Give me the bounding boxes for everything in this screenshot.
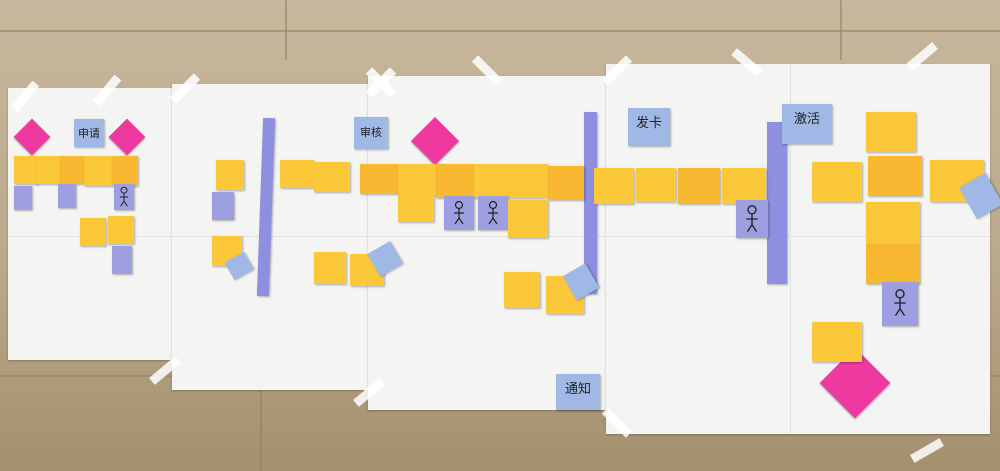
yellow-sticky-note [812,162,862,202]
yellow-sticky-note [398,164,436,196]
yellow-sticky-note [548,166,584,200]
yellow-sticky-note [84,156,112,186]
actor-sticky-note [14,186,32,210]
yellow-sticky-note [866,202,920,244]
tile-grout [840,0,842,60]
paper-fold [8,236,990,237]
phase-note-issue-card: 发卡 [628,108,670,146]
yellow-sticky-note [36,156,62,184]
yellow-sticky-note [866,244,920,284]
phase-note-notify: 通知 [556,374,600,410]
yellow-sticky-note [510,164,548,198]
phase-note-apply: 申请 [74,119,104,147]
tile-grout [0,30,1000,32]
stick-figure-icon [119,186,129,207]
lane-divider [767,122,787,284]
yellow-sticky-note [594,168,634,204]
paper-sheet [368,76,614,410]
yellow-sticky-note [474,164,510,198]
yellow-sticky-note [314,162,350,192]
paper-fold [790,64,791,434]
stick-figure-icon [454,200,464,225]
yellow-sticky-note [636,168,676,202]
phase-note-activate: 激活 [782,104,832,144]
actor-sticky-note [112,246,132,274]
actor-sticky-note [212,192,234,220]
stick-figure-icon [488,200,498,225]
yellow-sticky-note [436,164,474,198]
yellow-sticky-note [216,160,244,190]
yellow-sticky-note [314,252,346,284]
yellow-sticky-note [280,160,314,188]
yellow-sticky-note [112,156,138,186]
tile-grout [285,0,287,60]
stick-figure-icon [894,289,906,316]
phase-note-review: 审核 [354,117,388,149]
yellow-sticky-note [868,156,922,196]
tile-grout [260,377,262,471]
yellow-sticky-note [722,168,766,204]
yellow-sticky-note [678,168,720,204]
yellow-sticky-note [14,156,38,184]
yellow-sticky-note [60,156,84,184]
yellow-sticky-note [504,272,540,308]
yellow-sticky-note [398,196,434,222]
lane-divider [584,112,597,294]
actor-sticky-note [58,184,76,208]
yellow-sticky-note [360,164,398,194]
yellow-sticky-note [80,218,106,246]
yellow-sticky-note [866,112,916,152]
yellow-sticky-note [508,200,548,238]
stick-figure-icon [746,205,758,232]
yellow-sticky-note [108,216,134,244]
yellow-sticky-note [812,322,862,362]
